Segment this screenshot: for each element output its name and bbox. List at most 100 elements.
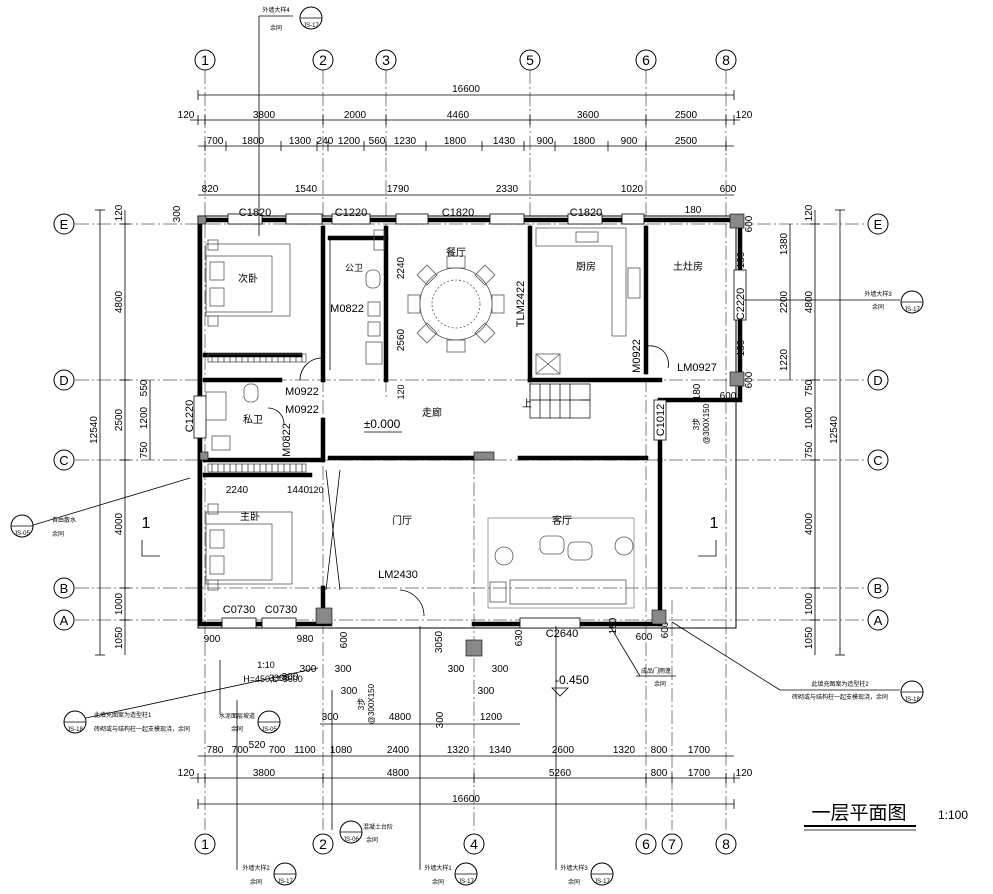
- svg-text:@300X150: @300X150: [367, 683, 376, 724]
- svg-text:1380: 1380: [779, 232, 790, 255]
- svg-text:LM2430: LM2430: [378, 569, 418, 581]
- svg-text:A: A: [60, 613, 69, 628]
- svg-text:4800: 4800: [114, 290, 125, 313]
- svg-text:1800: 1800: [444, 136, 467, 147]
- svg-text:800: 800: [651, 745, 668, 756]
- svg-text:7: 7: [668, 836, 676, 852]
- svg-text:600: 600: [744, 371, 755, 388]
- svg-text:12540: 12540: [89, 416, 100, 444]
- svg-text:1200: 1200: [338, 136, 361, 147]
- svg-text:120: 120: [736, 768, 753, 779]
- svg-text:300: 300: [300, 664, 317, 675]
- svg-text:H=450,L=3600: H=450,L=3600: [243, 674, 303, 684]
- svg-text:600: 600: [720, 391, 737, 402]
- axis-bubble: B: [867, 577, 889, 599]
- axis-bubble: 6: [635, 49, 657, 71]
- dining-table: [407, 255, 505, 353]
- svg-text:600: 600: [339, 631, 350, 648]
- svg-text:JS-18: JS-18: [904, 697, 920, 703]
- svg-text:M0922: M0922: [285, 386, 319, 398]
- window-marks: [193, 213, 747, 629]
- svg-text:520: 520: [249, 740, 266, 751]
- svg-text:1:10: 1:10: [257, 660, 275, 670]
- axis-bubble: C: [867, 449, 889, 471]
- bed: [205, 239, 291, 327]
- svg-text:1000: 1000: [114, 592, 125, 615]
- svg-text:6: 6: [642, 52, 650, 68]
- svg-text:120: 120: [308, 485, 323, 495]
- axis-bubbles-bottom: 1 2 4 6 7 8: [194, 833, 737, 855]
- room-bedroom2: 次卧: [238, 272, 258, 285]
- svg-text:JS-17: JS-17: [904, 307, 920, 313]
- svg-text:560: 560: [369, 136, 386, 147]
- svg-text:JS-06: JS-06: [343, 837, 359, 843]
- svg-text:此填充图案为造型柱1: 此填充图案为造型柱1: [94, 711, 152, 719]
- svg-text:16600: 16600: [452, 794, 480, 805]
- svg-text:12540: 12540: [829, 416, 840, 444]
- axis-bubble: D: [867, 369, 889, 391]
- svg-text:2600: 2600: [552, 745, 575, 756]
- axis-bubble: 1: [194, 833, 216, 855]
- svg-text:980: 980: [297, 634, 314, 645]
- svg-text:C0730: C0730: [223, 604, 255, 616]
- svg-text:3800: 3800: [253, 110, 276, 121]
- grid-lines: [75, 70, 865, 830]
- svg-text:900: 900: [621, 136, 638, 147]
- dims-right: 12540 120 4800 750 1000 750 4000 1000 10…: [660, 204, 845, 656]
- room-labels: 次卧 公卫 餐厅 厨房 土灶房 私卫 走廊 主卧 门厅 客厅: [238, 246, 703, 527]
- axis-bubble: 8: [715, 833, 737, 855]
- svg-text:8: 8: [722, 836, 730, 852]
- svg-text:2500: 2500: [675, 110, 698, 121]
- axis-bubble: 1: [194, 49, 216, 71]
- svg-text:2240: 2240: [396, 256, 407, 279]
- svg-text:1790: 1790: [387, 184, 410, 195]
- svg-text:1000: 1000: [804, 592, 815, 615]
- axis-bubble: 2: [312, 833, 334, 855]
- svg-text:300: 300: [478, 686, 495, 697]
- svg-text:600: 600: [744, 215, 755, 232]
- svg-text:砖砌或与结构柱一起支模现浇，余同: 砖砌或与结构柱一起支模现浇，余同: [792, 693, 888, 701]
- room-stove: 土灶房: [673, 260, 703, 273]
- svg-text:1320: 1320: [613, 745, 636, 756]
- axis-bubble: 7: [661, 833, 683, 855]
- detail-bubble: JS-17: [590, 862, 614, 886]
- svg-text:800: 800: [651, 768, 668, 779]
- detail-bubble: JS-17: [454, 862, 478, 886]
- axis-bubble: 5: [519, 49, 541, 71]
- level-mark: -0.450: [555, 673, 589, 687]
- furniture: [205, 227, 669, 617]
- svg-text:900: 900: [537, 136, 554, 147]
- svg-text:300: 300: [335, 664, 352, 675]
- svg-text:120: 120: [804, 204, 815, 221]
- svg-text:4: 4: [470, 836, 478, 852]
- svg-text:900: 900: [204, 634, 221, 645]
- svg-text:2000: 2000: [344, 110, 367, 121]
- svg-text:180: 180: [692, 383, 703, 400]
- dims-bottom: 780 700 520 700 1100 1080 2400 1320 1340…: [178, 617, 753, 809]
- svg-text:混凝土台阶: 混凝土台阶: [363, 823, 393, 831]
- detail-bubble: JS-05: [10, 514, 34, 538]
- bed: [205, 503, 293, 591]
- svg-text:700: 700: [207, 136, 224, 147]
- svg-text:C0730: C0730: [265, 604, 297, 616]
- svg-text:300: 300: [492, 664, 509, 675]
- svg-text:300: 300: [172, 205, 183, 222]
- drawing-title: 一层平面图 1:100: [804, 803, 968, 831]
- svg-text:D: D: [59, 373, 68, 388]
- room-dining: 餐厅: [446, 246, 466, 259]
- svg-text:3步: 3步: [692, 418, 701, 430]
- room-kitchen: 厨房: [576, 260, 596, 273]
- svg-text:外墙大样2: 外墙大样2: [242, 864, 270, 872]
- room-corridor: 走廊: [422, 406, 442, 419]
- svg-text:余同: 余同: [432, 878, 444, 886]
- room-living: 客厅: [552, 514, 572, 527]
- svg-text:1020: 1020: [621, 184, 644, 195]
- svg-text:C1012: C1012: [655, 404, 667, 436]
- room-wc-public: 公卫: [345, 263, 363, 273]
- svg-text:750: 750: [804, 441, 815, 458]
- svg-text:JS-17: JS-17: [458, 879, 474, 885]
- title-scale: 1:100: [938, 808, 968, 822]
- axis-bubble: A: [53, 609, 75, 631]
- axis-bubble: 4: [463, 833, 485, 855]
- svg-text:JS-17: JS-17: [594, 879, 610, 885]
